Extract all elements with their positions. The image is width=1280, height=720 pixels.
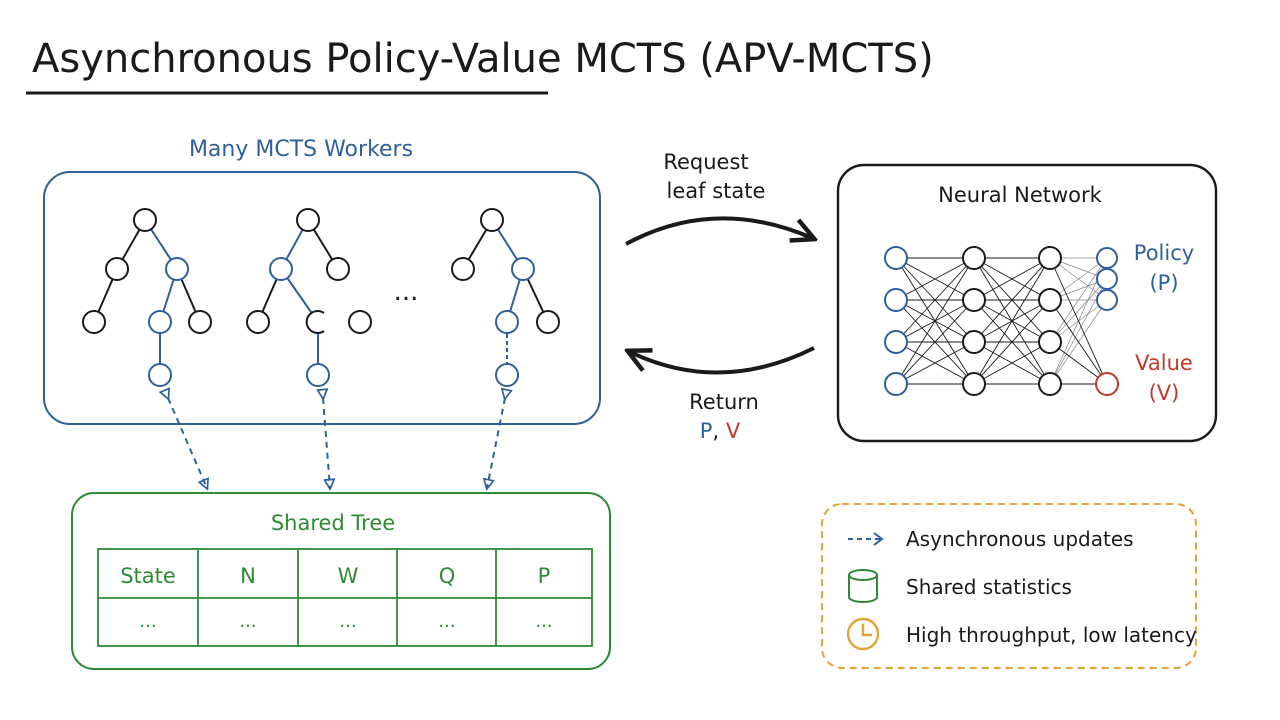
neuron-hidden2 bbox=[1038, 372, 1062, 396]
return-arrow bbox=[630, 346, 815, 375]
value-edge bbox=[1049, 257, 1108, 385]
request-label-line1: Request bbox=[663, 150, 748, 174]
table-header-n: N bbox=[240, 564, 256, 588]
network-edge bbox=[895, 341, 975, 385]
async-arrow-1 bbox=[168, 398, 207, 488]
legend-label-throughput: High throughput, low latency bbox=[906, 623, 1197, 647]
policy-output-neuron bbox=[1096, 289, 1118, 311]
network-neurons bbox=[884, 246, 1119, 396]
neuron-hidden2 bbox=[1038, 246, 1062, 270]
network-edge bbox=[895, 257, 975, 343]
return-label: Return bbox=[689, 390, 759, 414]
network-edge bbox=[973, 341, 1051, 385]
shared-tree-box bbox=[71, 492, 611, 670]
policy-output-neuron bbox=[1096, 247, 1118, 269]
neuron-hidden2 bbox=[1038, 330, 1062, 354]
return-sep: , bbox=[712, 419, 719, 443]
network-edge bbox=[973, 257, 1051, 343]
neuron-hidden2 bbox=[1038, 288, 1062, 312]
clock-icon bbox=[846, 617, 880, 651]
network-box bbox=[836, 163, 1218, 443]
network-edge bbox=[973, 257, 1051, 385]
worker-tree-3 bbox=[451, 208, 560, 387]
return-values: P, V bbox=[700, 419, 741, 443]
neuron-input bbox=[884, 330, 908, 354]
neuron-input bbox=[884, 372, 908, 396]
network-title: Neural Network bbox=[938, 183, 1102, 207]
value-output-neuron bbox=[1095, 372, 1119, 396]
policy-symbol: (P) bbox=[1149, 271, 1178, 295]
neuron-input bbox=[884, 288, 908, 312]
network-edge bbox=[973, 299, 1051, 385]
network-edge bbox=[973, 257, 1051, 301]
worker-tree-2 bbox=[246, 208, 372, 387]
neuron-hidden1 bbox=[962, 246, 986, 270]
value-label: Value bbox=[1135, 351, 1193, 375]
policy-edge bbox=[1049, 257, 1108, 343]
legend-box bbox=[821, 503, 1197, 669]
policy-output-neuron bbox=[1096, 268, 1118, 290]
value-symbol: (V) bbox=[1149, 381, 1180, 405]
async-update-arrows bbox=[168, 398, 505, 488]
workers-ellipsis: ... bbox=[394, 277, 419, 307]
table-cell-state: ... bbox=[139, 611, 156, 632]
table-cell-n: ... bbox=[239, 611, 256, 632]
table-cell-p: ... bbox=[535, 611, 552, 632]
return-v: V bbox=[726, 419, 741, 443]
request-arrow bbox=[625, 216, 812, 246]
neuron-hidden1 bbox=[962, 372, 986, 396]
neuron-hidden1 bbox=[962, 330, 986, 354]
table-header-w: W bbox=[338, 564, 359, 588]
policy-edge bbox=[1049, 278, 1108, 343]
shared-tree-title: Shared Tree bbox=[271, 511, 395, 535]
table-header-q: Q bbox=[439, 564, 456, 588]
cylinder-icon bbox=[848, 569, 878, 603]
async-arrow-3 bbox=[487, 398, 505, 488]
async-arrow-2 bbox=[323, 398, 330, 488]
return-p: P bbox=[700, 419, 713, 443]
network-edge bbox=[895, 257, 975, 301]
policy-label: Policy bbox=[1134, 241, 1194, 265]
shared-tree-table bbox=[97, 548, 593, 647]
dashed-arrow-icon bbox=[848, 532, 884, 546]
workers-label: Many MCTS Workers bbox=[189, 137, 413, 162]
worker-tree-1 bbox=[82, 208, 212, 387]
value-edge bbox=[1049, 299, 1108, 385]
table-header-p: P bbox=[538, 564, 551, 588]
page-title: Asynchronous Policy-Value MCTS (APV-MCTS… bbox=[32, 36, 934, 82]
legend-label-shared: Shared statistics bbox=[906, 575, 1072, 599]
neuron-hidden1 bbox=[962, 288, 986, 312]
network-edge bbox=[895, 299, 975, 385]
network-connections bbox=[895, 257, 1108, 385]
table-cell-w: ... bbox=[339, 611, 356, 632]
neuron-input bbox=[884, 246, 908, 270]
legend-label-async: Asynchronous updates bbox=[906, 527, 1134, 551]
network-edge bbox=[895, 257, 975, 385]
table-header-state: State bbox=[120, 564, 176, 588]
request-label-line2: leaf state bbox=[667, 179, 766, 203]
table-cell-q: ... bbox=[438, 611, 455, 632]
